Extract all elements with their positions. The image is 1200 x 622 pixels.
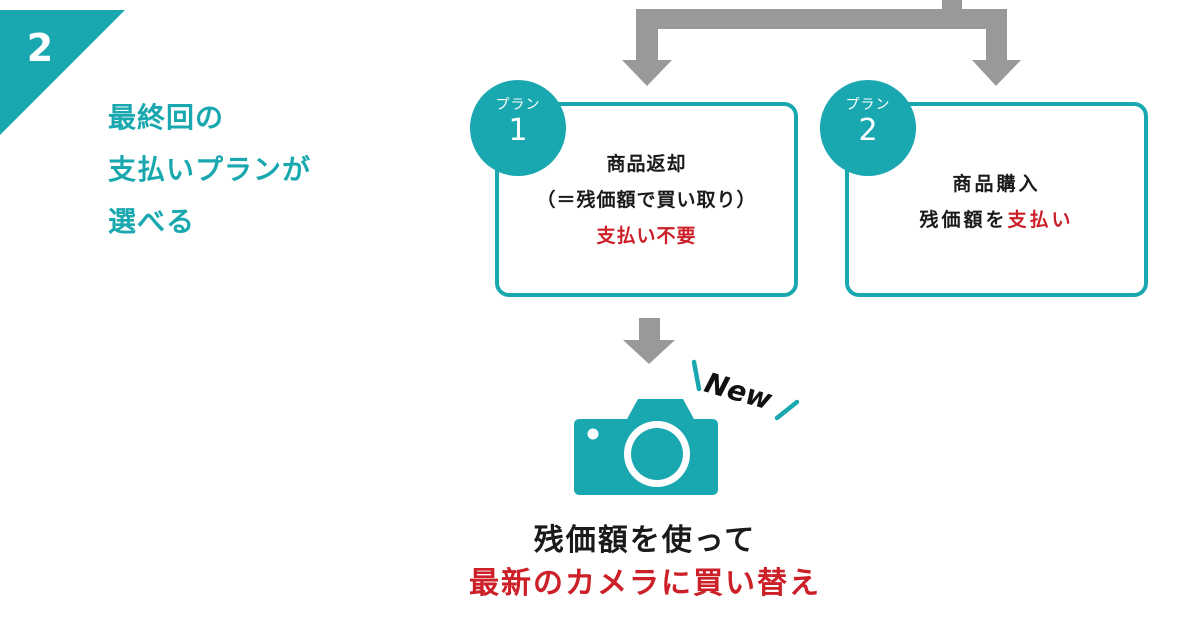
- heading-line: 最終回の: [108, 101, 225, 134]
- heading-line: 選べる: [108, 205, 196, 238]
- plan-2-line: 商品購入: [952, 173, 1041, 195]
- down-arrow-icon: [623, 318, 675, 364]
- plan-1-line: （＝残価額で買い取り）: [536, 189, 757, 211]
- connector-stem-top: [942, 0, 962, 12]
- down-arrow-icon: [622, 60, 672, 86]
- plan-2-description: 商品購入 残価額を支払い: [845, 166, 1148, 238]
- bottom-caption-line2: 最新のカメラに買い替え: [469, 566, 821, 601]
- down-arrow-icon: [972, 60, 1021, 86]
- new-dash-left: [691, 359, 702, 392]
- heading-line: 支払いプランが: [108, 153, 312, 186]
- branch-connector: [622, 0, 1021, 86]
- plan-2-line: 残価額を支払い: [845, 202, 1148, 238]
- plan-label: プラン: [845, 97, 891, 113]
- plan-1-description: 商品返却 （＝残価額で買い取り） 支払い不要: [495, 146, 798, 254]
- step-badge-triangle: [0, 10, 125, 135]
- connector-stem-right: [986, 9, 1007, 61]
- bottom-caption-line1: 残価額を使って: [533, 523, 757, 558]
- connector-bar: [636, 9, 1007, 29]
- plan-1-line: 商品返却: [606, 153, 687, 175]
- plan-label: プラン: [495, 97, 541, 113]
- section-heading: 最終回の 支払いプランが 選べる: [108, 92, 311, 248]
- camera-icon: [574, 399, 718, 495]
- plan-number: 2: [858, 113, 878, 148]
- plan-1-highlight: 支払い不要: [596, 225, 697, 247]
- plan-number: 1: [508, 113, 528, 148]
- connector-stem-left: [636, 9, 658, 61]
- plan-1-badge: プラン 1: [470, 80, 566, 176]
- plan-2-highlight: 支払い: [1007, 209, 1074, 231]
- plan-2-line-prefix: 残価額を: [919, 209, 1008, 231]
- plan-2-badge: プラン 2: [820, 80, 916, 176]
- step-number: 2: [26, 26, 54, 70]
- new-badge: New: [700, 366, 776, 417]
- new-dash-right: [774, 399, 800, 421]
